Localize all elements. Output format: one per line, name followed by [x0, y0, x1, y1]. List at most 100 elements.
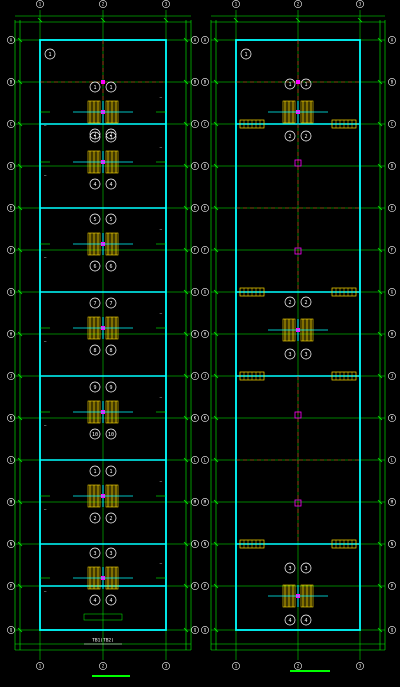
right-axis-bubble-label: H — [391, 331, 394, 336]
room-tag-label: 8 — [93, 348, 96, 354]
left-axis-bubble-label: M — [204, 499, 207, 504]
right-axis-bubble-label: F — [391, 247, 394, 252]
room-tag-label: 8 — [109, 348, 112, 354]
room-tag — [105, 213, 117, 225]
left-axis-bubble — [7, 246, 15, 254]
dim-tick — [17, 163, 23, 169]
room-tag — [284, 130, 296, 142]
left-axis-bubble — [201, 372, 209, 380]
dim-tick — [213, 163, 219, 169]
right-axis-bubble-label: M — [194, 499, 197, 504]
top-axis-bubble — [99, 0, 107, 8]
right-axis-bubble — [191, 456, 199, 464]
dim-tick — [17, 79, 23, 85]
room-tag-label: 2 — [93, 132, 96, 138]
left-axis-bubble-label: F — [204, 247, 207, 252]
dim-tick — [183, 205, 189, 211]
left-axis-bubble — [201, 626, 209, 634]
right-axis-bubble-label: C — [194, 121, 197, 126]
dim-tick — [213, 373, 219, 379]
dim-tick — [377, 289, 383, 295]
room-tag — [300, 614, 312, 626]
right-axis-bubble — [191, 582, 199, 590]
left-axis-bubble — [201, 330, 209, 338]
room-tag — [89, 297, 101, 309]
dim-tick — [163, 17, 169, 23]
caption-box — [83, 613, 123, 621]
left-axis-bubble-label: N — [204, 541, 207, 546]
right-axis-bubble — [388, 330, 396, 338]
left-axis-bubble-label: P — [10, 583, 13, 588]
dim-tick — [213, 289, 219, 295]
left-axis-bubble — [7, 626, 15, 634]
dim-tick — [377, 37, 383, 43]
left-axis-bubble-label: C — [204, 121, 207, 126]
dim-tick — [377, 79, 383, 85]
right-axis-bubble-label: D — [194, 163, 197, 168]
room-tag — [284, 78, 296, 90]
bottom-axis-bubble-label: 2 — [297, 663, 300, 668]
room-tag-label: 4 — [93, 598, 96, 604]
bottom-axis-bubble-label: 1 — [39, 663, 42, 668]
dim-tick — [183, 541, 189, 547]
right-axis-bubble — [388, 456, 396, 464]
right-axis-bubble — [388, 162, 396, 170]
right-axis-bubble — [388, 120, 396, 128]
dim-tick — [183, 373, 189, 379]
room-tag — [105, 594, 117, 606]
right-axis-bubble-label: M — [391, 499, 394, 504]
dim-tick — [213, 499, 219, 505]
left-axis-bubble-label: A — [204, 37, 207, 42]
room-tag — [105, 260, 117, 272]
top-axis-bubble-label: 3 — [165, 1, 168, 6]
room-tag-label: 3 — [109, 135, 112, 141]
left-axis-bubble-label: M — [10, 499, 13, 504]
room-tag — [89, 512, 101, 524]
left-axis-bubble-label: H — [10, 331, 13, 336]
top-axis-bubble-label: 3 — [359, 1, 362, 6]
left-axis-bubble-label: G — [10, 289, 13, 294]
right-axis-bubble-label: Q — [194, 627, 197, 632]
room-tag — [89, 465, 101, 477]
bottom-axis-bubble — [99, 662, 107, 670]
left-axis-bubble — [7, 498, 15, 506]
column-marker — [294, 247, 302, 255]
bottom-axis-bubble — [36, 662, 44, 670]
room-tag-label: 1 — [93, 85, 96, 91]
right-axis-bubble-label: P — [391, 583, 394, 588]
left-axis-bubble-label: H — [204, 331, 207, 336]
room-tag-label: 2 — [109, 516, 112, 522]
top-axis-bubble-label: 2 — [297, 1, 300, 6]
dim-tick — [213, 627, 219, 633]
right-axis-bubble-label: F — [194, 247, 197, 252]
right-axis-bubble-label: G — [391, 289, 394, 294]
right-axis-bubble — [388, 540, 396, 548]
room-tag-label: 2 — [304, 134, 307, 140]
dim-tick — [377, 163, 383, 169]
room-tag — [300, 130, 312, 142]
right-axis-bubble — [191, 372, 199, 380]
right-axis-bubble-label: E — [391, 205, 394, 210]
wall-note: — — [160, 311, 163, 316]
room-tag — [89, 213, 101, 225]
right-axis-bubble-label: J — [194, 373, 196, 378]
room-tag — [105, 178, 117, 190]
left-axis-bubble-label: Q — [204, 627, 207, 632]
left-axis-bubble-label: E — [10, 205, 13, 210]
room-tag-label: 3 — [304, 566, 307, 572]
room-tag-label: 9 — [93, 385, 96, 391]
room-tag-label: 2 — [288, 134, 291, 140]
left-axis-bubble-label: Q — [10, 627, 13, 632]
room-tag-label: 7 — [109, 301, 112, 307]
left-axis-bubble-label: J — [10, 373, 12, 378]
dim-tick — [17, 583, 23, 589]
room-tag — [300, 296, 312, 308]
room-tag — [105, 128, 117, 140]
dim-tick — [17, 499, 23, 505]
